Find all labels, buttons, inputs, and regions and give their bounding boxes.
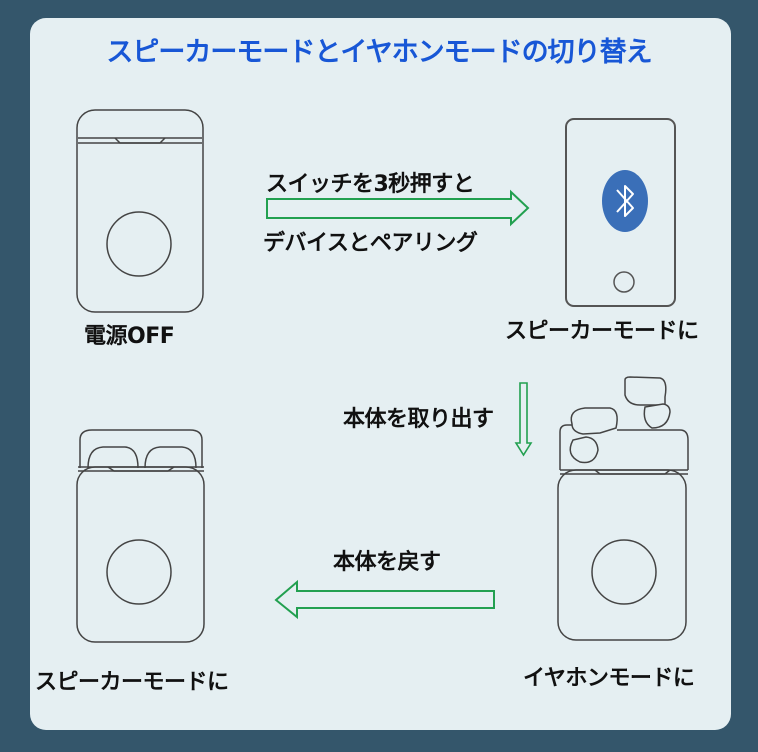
step-label-earphone-mode: イヤホンモードに bbox=[523, 666, 695, 691]
step-label-speaker-mode-top: スピーカーモードに bbox=[505, 319, 699, 344]
step-label-power-off: 電源OFF bbox=[84, 324, 175, 349]
closed-case-icon bbox=[76, 109, 204, 313]
arrow-right-icon bbox=[266, 189, 530, 227]
open-case-earbuds-in-icon bbox=[76, 429, 205, 643]
bluetooth-icon bbox=[616, 185, 634, 217]
arrow-down-icon bbox=[514, 382, 533, 457]
arrow-caption-pairing: デバイスとペアリング bbox=[263, 231, 478, 256]
arrow-caption-press-switch: スイッチを3秒押すと bbox=[266, 172, 475, 197]
diagram-title: スピーカーモードとイヤホンモードの切り替え bbox=[106, 37, 652, 68]
arrow-caption-remove-body: 本体を取り出す bbox=[343, 407, 494, 432]
step-label-speaker-mode-bottom: スピーカーモードに bbox=[35, 670, 229, 695]
diagram-panel bbox=[30, 18, 731, 730]
phone-icon bbox=[565, 118, 676, 307]
home-button-icon bbox=[613, 271, 635, 293]
arrow-caption-return-body: 本体を戻す bbox=[333, 550, 441, 575]
arrow-left-icon bbox=[274, 579, 495, 620]
open-case-earbuds-out-icon bbox=[557, 376, 689, 641]
